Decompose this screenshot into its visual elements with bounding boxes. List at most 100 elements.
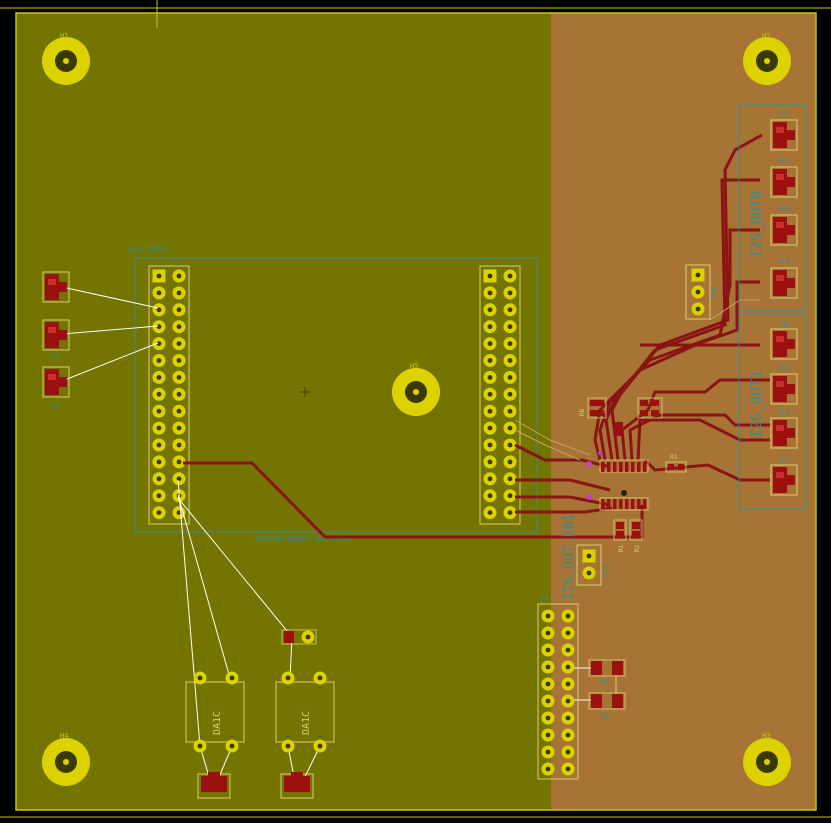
header-pin[interactable] xyxy=(172,421,186,435)
header-pin[interactable] xyxy=(561,609,575,623)
header-pin[interactable] xyxy=(503,421,517,435)
header-pin[interactable] xyxy=(503,337,517,351)
header-pin[interactable] xyxy=(152,269,166,283)
ic-u2[interactable] xyxy=(599,497,649,511)
resistor-r4[interactable] xyxy=(615,422,623,436)
header-pin[interactable] xyxy=(483,303,497,317)
header-pin[interactable] xyxy=(483,455,497,469)
header-pin[interactable] xyxy=(483,354,497,367)
header-pin[interactable] xyxy=(483,370,497,384)
header-pin[interactable] xyxy=(152,404,166,418)
header-pin[interactable] xyxy=(561,694,575,708)
header-pin[interactable] xyxy=(541,677,555,691)
header-pin[interactable] xyxy=(503,303,517,317)
esp-module-bottom-label: ARDUINO/ESP32 DEV BOARD xyxy=(255,535,352,543)
header-pin[interactable] xyxy=(172,269,186,283)
header-pin[interactable] xyxy=(483,337,497,351)
resistor-r2[interactable] xyxy=(629,519,643,541)
mount-hole-bottom-right[interactable] xyxy=(743,738,791,786)
header-pin[interactable] xyxy=(503,269,517,283)
mount-hole-top-left[interactable] xyxy=(42,37,90,85)
header-pin[interactable] xyxy=(541,762,555,776)
header-pin[interactable] xyxy=(483,387,497,401)
header-pin[interactable] xyxy=(172,506,186,520)
header-pin[interactable] xyxy=(503,506,517,520)
mount-hole-top-right[interactable] xyxy=(743,37,791,85)
header-pin[interactable] xyxy=(561,626,575,640)
header-pin[interactable] xyxy=(483,269,497,283)
capacitor-c1[interactable] xyxy=(281,629,317,645)
header-pin[interactable] xyxy=(172,404,186,418)
header-pin[interactable] xyxy=(172,370,186,384)
header-pin[interactable] xyxy=(503,387,517,401)
header-pin[interactable] xyxy=(503,472,517,486)
header-pin[interactable] xyxy=(541,694,555,708)
header-pin[interactable] xyxy=(561,762,575,776)
header-pin[interactable] xyxy=(541,745,555,759)
header-pin[interactable] xyxy=(483,472,497,486)
header-pin[interactable] xyxy=(483,404,497,418)
header-pin[interactable] xyxy=(152,489,166,503)
resistor-r6[interactable] xyxy=(587,397,607,419)
header-pin[interactable] xyxy=(503,404,517,418)
diode-d1[interactable] xyxy=(588,659,626,677)
mount-hole-bottom-left[interactable] xyxy=(42,738,90,786)
header-pin[interactable] xyxy=(483,438,497,452)
header-pin[interactable] xyxy=(483,506,497,520)
header-pin[interactable] xyxy=(152,387,166,401)
header-pin[interactable] xyxy=(561,643,575,657)
header-pin[interactable] xyxy=(503,455,517,469)
header-pin[interactable] xyxy=(503,286,517,300)
header-pin[interactable] xyxy=(172,387,186,401)
header-pin[interactable] xyxy=(541,643,555,657)
header-pin[interactable] xyxy=(541,711,555,725)
header-pin[interactable] xyxy=(483,286,497,300)
header-pin[interactable] xyxy=(561,745,575,759)
header-pin[interactable] xyxy=(152,354,166,367)
header-pin[interactable] xyxy=(561,660,575,674)
header-pin[interactable] xyxy=(152,455,166,469)
header-pin[interactable] xyxy=(152,337,166,351)
mount-top-right-label: H2 xyxy=(762,32,770,40)
header-pin[interactable] xyxy=(172,303,186,317)
header-pin[interactable] xyxy=(152,506,166,520)
header-pin[interactable] xyxy=(503,320,517,334)
header-pin[interactable] xyxy=(172,354,186,367)
header-pin[interactable] xyxy=(503,489,517,503)
jack-j11-label: J11 xyxy=(777,157,790,165)
header-pin[interactable] xyxy=(503,438,517,452)
resistor-r3[interactable] xyxy=(665,461,687,473)
header-pin[interactable] xyxy=(541,728,555,742)
jack-j4[interactable] xyxy=(197,772,231,799)
header-pin[interactable] xyxy=(172,438,186,452)
header-pin[interactable] xyxy=(503,354,517,367)
header-pin[interactable] xyxy=(172,320,186,334)
mount-hole-center[interactable] xyxy=(392,368,440,416)
resistor-r1[interactable] xyxy=(613,519,627,541)
header-pin[interactable] xyxy=(541,609,555,623)
header-pin[interactable] xyxy=(483,320,497,334)
resistor-r5[interactable] xyxy=(637,397,663,419)
header-pin[interactable] xyxy=(541,626,555,640)
header-pin[interactable] xyxy=(483,489,497,503)
header-j14[interactable] xyxy=(691,268,705,316)
header-pin[interactable] xyxy=(172,286,186,300)
header-pin[interactable] xyxy=(172,337,186,351)
header-pin[interactable] xyxy=(483,421,497,435)
header-pin[interactable] xyxy=(152,421,166,435)
header-pin[interactable] xyxy=(561,711,575,725)
header-pin[interactable] xyxy=(541,660,555,674)
header-pin[interactable] xyxy=(152,370,166,384)
header-pin[interactable] xyxy=(152,472,166,486)
header-pin[interactable] xyxy=(152,303,166,317)
diode-d2[interactable] xyxy=(588,692,626,710)
header-pin[interactable] xyxy=(503,370,517,384)
jack-j5[interactable] xyxy=(280,772,314,799)
header-pin[interactable] xyxy=(561,677,575,691)
header-pin[interactable] xyxy=(152,286,166,300)
header-pin[interactable] xyxy=(561,728,575,742)
diode-d1-label: D1 xyxy=(601,678,609,686)
ic-u1[interactable] xyxy=(599,459,649,473)
header-pin[interactable] xyxy=(152,438,166,452)
header-pin[interactable] xyxy=(172,472,186,486)
